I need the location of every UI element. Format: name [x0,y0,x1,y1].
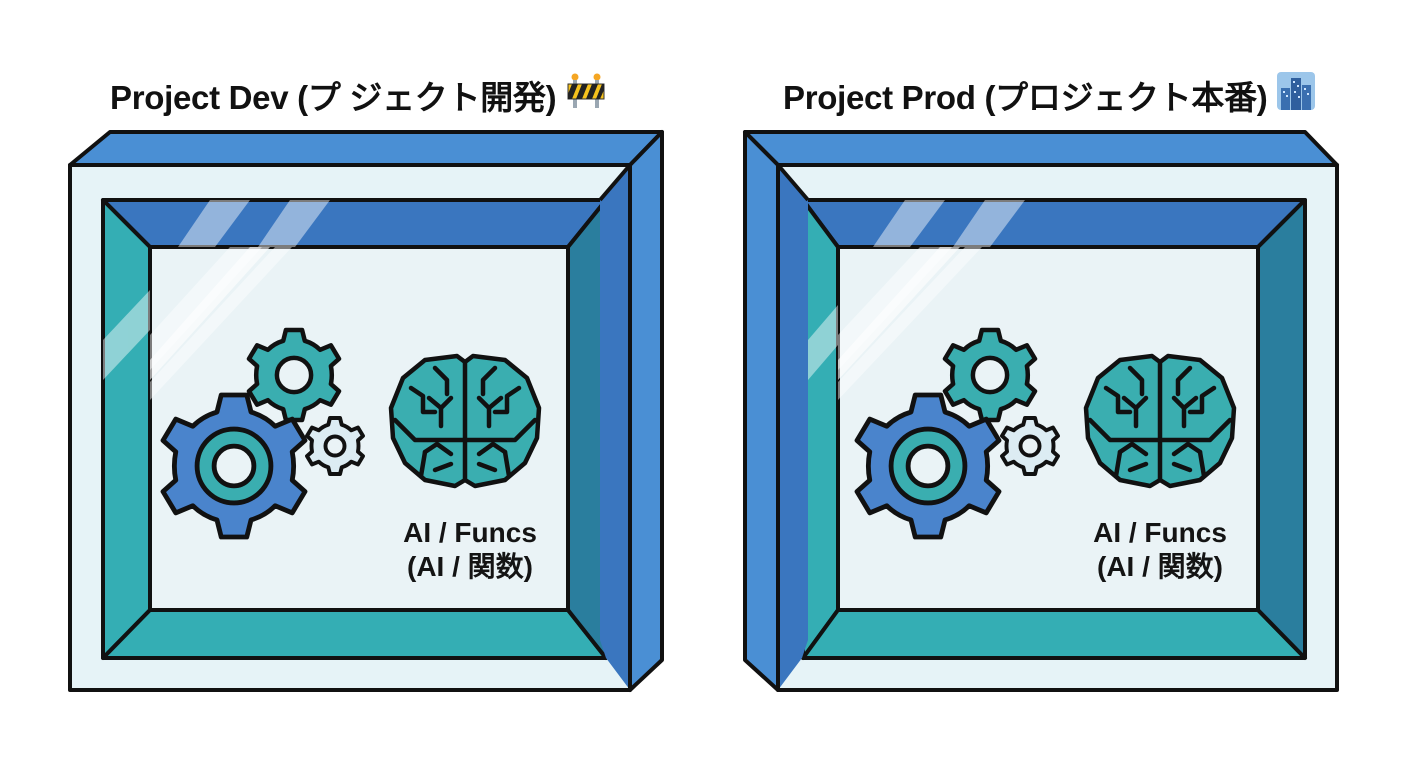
prod-box-label: AI / Funcs (AI / 関数) [1080,516,1240,584]
gear-small-icon [1000,416,1060,476]
dev-box-label: AI / Funcs (AI / 関数) [390,516,550,584]
prod-box-label-line1: AI / Funcs [1093,517,1227,548]
cityscape-icon [1277,72,1316,118]
brain-icon [391,356,539,486]
gear-small-icon [305,416,365,476]
dev-box-label-line1: AI / Funcs [403,517,537,548]
panel-title-prod-text: Project Prod (プロジェクト本番) [783,79,1268,116]
gear-medium-icon [249,330,339,420]
dev-box-label-line2: (AI / 関数) [407,551,533,582]
gear-large-icon [857,395,999,537]
panel-title-dev: Project Dev (プ ジェクト開発) [110,72,606,118]
gear-medium-icon [945,330,1035,420]
brain-icon [1086,356,1234,486]
gear-large-icon [163,395,305,537]
construction-barrier-icon [566,72,606,118]
panel-title-prod: Project Prod (プロジェクト本番) [783,72,1316,118]
panel-title-dev-text: Project Dev (プ ジェクト開発) [110,79,557,116]
prod-box-label-line2: (AI / 関数) [1097,551,1223,582]
